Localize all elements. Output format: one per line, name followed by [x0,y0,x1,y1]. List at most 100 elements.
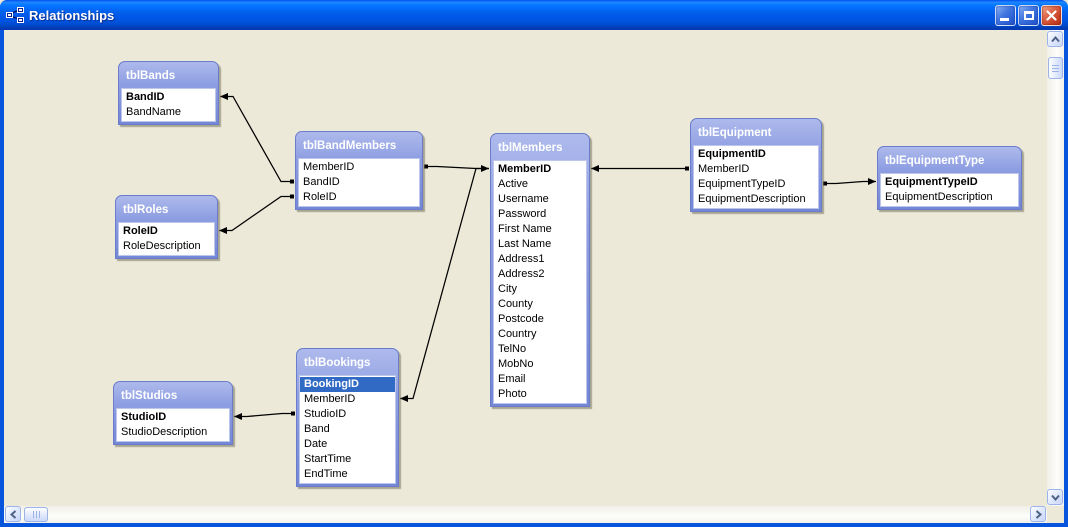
field-tblBandMembers-RoleID[interactable]: RoleID [303,191,337,203]
field-tblMembers-Country[interactable]: Country [498,328,537,340]
field-tblBookings-StudioID[interactable]: StudioID [304,408,347,420]
table-title-tblBookings[interactable]: tblBookings [304,357,371,369]
field-tblMembers-Postcode[interactable]: Postcode [498,313,544,325]
horizontal-scrollbar[interactable] [4,506,1047,523]
relationship-arrowhead [234,413,242,420]
field-tblStudios-StudioID[interactable]: StudioID [121,411,167,423]
field-tblMembers-County[interactable]: County [498,298,533,310]
table-title-tblEquipment[interactable]: tblEquipment [698,127,772,139]
scroll-left-button[interactable] [5,506,21,522]
relationship-endpoint-dot [290,194,294,199]
field-tblBands-BandName[interactable]: BandName [126,106,182,118]
field-tblBookings-StartTime[interactable]: StartTime [304,453,352,465]
field-tblBookings-Band[interactable]: Band [304,423,330,435]
field-tblBookings-Date[interactable]: Date [304,438,328,450]
field-tblEquipmentType-EquipmentDescription[interactable]: EquipmentDescription [885,191,993,203]
relationship-arrowhead [219,227,227,234]
scroll-down-button[interactable] [1047,489,1063,505]
chevron-up-icon [1050,35,1060,42]
field-tblMembers-Address1[interactable]: Address1 [498,253,545,265]
chevron-left-icon [9,509,16,519]
minimize-icon [1000,17,1009,21]
field-tblMembers-Email[interactable]: Email [498,373,526,385]
table-title-tblEquipmentType[interactable]: tblEquipmentType [885,155,985,167]
field-tblBands-BandID[interactable]: BandID [126,91,165,103]
relationship-tblBandMembers.RoleID-to-tblRoles.RoleID[interactable] [219,194,294,235]
maximize-icon [1023,10,1034,20]
field-tblBandMembers-BandID[interactable]: BandID [303,176,340,188]
relationship-tblEquipment.EquipmentTypeID-to-tblEquipmentType.EquipmentTypeID[interactable] [823,178,876,186]
relationship-arrowhead [220,93,228,100]
chevron-down-icon [1050,494,1060,501]
relationship-arrowhead [400,395,408,402]
relationship-arrowhead [868,178,876,185]
field-tblStudios-StudioDescription[interactable]: StudioDescription [121,426,208,438]
relationship-endpoint-dot [823,181,827,186]
relationship-tblBookings.StudioID-to-tblStudios.StudioID[interactable] [234,411,295,421]
table-title-tblRoles[interactable]: tblRoles [123,204,169,216]
field-tblMembers-Username[interactable]: Username [498,193,549,205]
table-field-list: RoleID RoleDescription [118,222,215,256]
field-tblMembers-Active[interactable]: Active [498,178,528,190]
field-tblBookings-MemberID[interactable]: MemberID [304,393,356,405]
relationship-endpoint-dot [290,179,294,184]
relationship-endpoint-dot [424,164,428,169]
field-tblEquipment-MemberID[interactable]: MemberID [698,163,750,175]
scroll-up-button[interactable] [1047,31,1063,47]
maximize-button[interactable] [1018,4,1039,26]
field-tblRoles-RoleDescription[interactable]: RoleDescription [123,240,201,252]
table-field-list: EquipmentID MemberID EquipmentTypeID Equipm… [693,145,819,209]
field-tblMembers-Password[interactable]: Password [498,208,547,220]
field-tblMembers-TelNo[interactable]: TelNo [498,343,527,355]
scroll-right-button[interactable] [1030,506,1046,522]
field-tblEquipment-EquipmentTypeID[interactable]: EquipmentTypeID [698,178,786,190]
field-tblMembers-Last-Name[interactable]: Last Name [498,238,552,250]
table-title-tblStudios[interactable]: tblStudios [121,390,178,402]
field-tblBookings-EndTime[interactable]: EndTime [304,468,348,480]
table-field-list: BandID BandName [121,88,216,122]
field-tblRoles-RoleID[interactable]: RoleID [123,225,158,237]
field-tblBandMembers-MemberID[interactable]: MemberID [303,161,355,173]
field-tblMembers-Photo[interactable]: Photo [498,388,527,400]
field-tblEquipment-EquipmentID[interactable]: EquipmentID [698,148,766,160]
title-bar[interactable]: Relationships [0,0,1068,30]
close-button[interactable] [1041,4,1062,26]
minimize-button[interactable] [995,4,1016,26]
vertical-scroll-thumb[interactable] [1048,57,1063,79]
chevron-right-icon [1035,509,1042,519]
window-controls [995,4,1062,26]
table-field-list: StudioID StudioDescription [116,408,230,442]
relationship-tblMembers.MemberID-to-tblBookings.MemberID[interactable] [400,167,489,403]
field-tblEquipmentType-EquipmentTypeID[interactable]: EquipmentTypeID [885,176,978,188]
field-tblMembers-MemberID[interactable]: MemberID [498,163,552,175]
table-title-tblMembers[interactable]: tblMembers [498,142,563,154]
field-tblBookings-BookingID[interactable]: BookingID [300,377,395,392]
field-tblMembers-Address2[interactable]: Address2 [498,268,545,280]
horizontal-scroll-thumb[interactable] [24,507,48,522]
vertical-scrollbar[interactable] [1047,30,1064,506]
table-field-list: EquipmentTypeID EquipmentDescription [880,173,1019,207]
relationship-arrowhead [591,165,599,172]
relationship-tblBandMembers.BandID-to-tblBands.BandID[interactable] [220,93,294,184]
relationships-icon [6,7,24,23]
table-title-tblBands[interactable]: tblBands [126,70,176,82]
field-tblEquipment-EquipmentDescription[interactable]: EquipmentDescription [698,193,806,205]
field-tblMembers-City[interactable]: City [498,283,517,295]
relationship-tblEquipment.MemberID-to-tblMembers.MemberID[interactable] [591,165,689,172]
table-title-tblBandMembers[interactable]: tblBandMembers [303,140,397,152]
window-title: Relationships [29,7,115,23]
relationship-endpoint-dot [685,166,689,171]
field-tblMembers-First-Name[interactable]: First Name [498,223,552,235]
field-tblMembers-MobNo[interactable]: MobNo [498,358,534,370]
